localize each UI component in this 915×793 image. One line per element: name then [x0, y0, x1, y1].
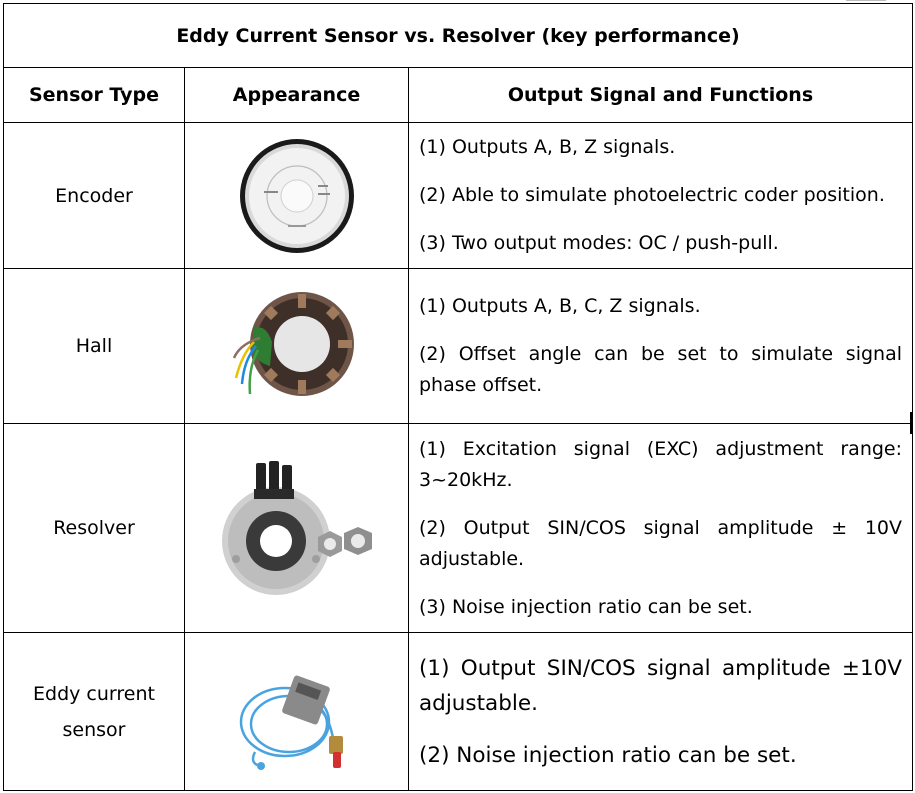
- sensor-type-cell: Encoder: [3, 122, 185, 269]
- functions-cell: (1) Outputs A, B, Z signals. (2) Able to…: [407, 122, 914, 269]
- appearance-cell: [184, 423, 409, 633]
- table-row-eddy-current: Eddy current sensor (1) Output SIN/COS s…: [3, 632, 914, 791]
- text-cursor: [910, 412, 912, 434]
- function-item: (3) Two output modes: OC / push-pull.: [419, 232, 779, 254]
- table-row-resolver: Resolver: [3, 423, 914, 633]
- appearance-cell: [184, 632, 409, 791]
- table-title: Eddy Current Sensor vs. Resolver (key pe…: [2, 3, 914, 68]
- function-item: (1) Excitation signal (EXC) adjustment r…: [419, 437, 903, 491]
- sensor-type-line: Eddy current: [33, 682, 155, 705]
- table-row-encoder: Encoder (1) Outputs A, B, Z signals. (2)…: [3, 122, 914, 269]
- header-sensor-type: Sensor Type: [3, 67, 185, 123]
- header-row: Sensor Type Appearance Output Signal and…: [3, 67, 914, 123]
- sensor-type-cell: Resolver: [3, 423, 185, 633]
- function-item: (2) Noise injection ratio can be set.: [419, 742, 797, 768]
- comparison-table: Eddy Current Sensor vs. Resolver (key pe…: [2, 3, 914, 791]
- encoder-disc-icon: [239, 138, 354, 253]
- top-edge-line: [846, 0, 886, 1]
- sensor-type-line: sensor: [62, 718, 126, 741]
- functions-cell: (1) Excitation signal (EXC) adjustment r…: [407, 423, 914, 633]
- function-item: (1) Outputs A, B, C, Z signals.: [419, 295, 701, 317]
- functions-cell: (1) Output SIN/COS signal amplitude ±10V…: [407, 632, 914, 791]
- table-title-row: Eddy Current Sensor vs. Resolver (key pe…: [2, 3, 914, 68]
- sensor-type-cell: Hall: [3, 268, 185, 424]
- appearance-cell: [184, 122, 409, 269]
- resolver-icon: [221, 461, 372, 595]
- function-item: (2) Offset angle can be set to simulate …: [419, 343, 903, 396]
- header-appearance: Appearance: [184, 67, 409, 123]
- function-item: (1) Outputs A, B, Z signals.: [419, 136, 676, 158]
- table-row-hall: Hall: [3, 268, 914, 424]
- functions-cell: (1) Outputs A, B, C, Z signals. (2) Offs…: [407, 268, 914, 424]
- header-output-signal: Output Signal and Functions: [407, 67, 914, 123]
- function-item: (2) Output SIN/COS signal amplitude ± 10…: [419, 516, 903, 570]
- appearance-cell: [184, 268, 409, 424]
- hall-sensor-stator-icon: [232, 292, 354, 396]
- function-item: (3) Noise injection ratio can be set.: [419, 595, 753, 618]
- function-item: (2) Able to simulate photoelectric coder…: [419, 184, 885, 206]
- eddy-current-probe-icon: [239, 675, 343, 770]
- sensor-type-cell: Eddy current sensor: [3, 632, 185, 791]
- function-item: (1) Output SIN/COS signal amplitude ±10V…: [419, 655, 903, 716]
